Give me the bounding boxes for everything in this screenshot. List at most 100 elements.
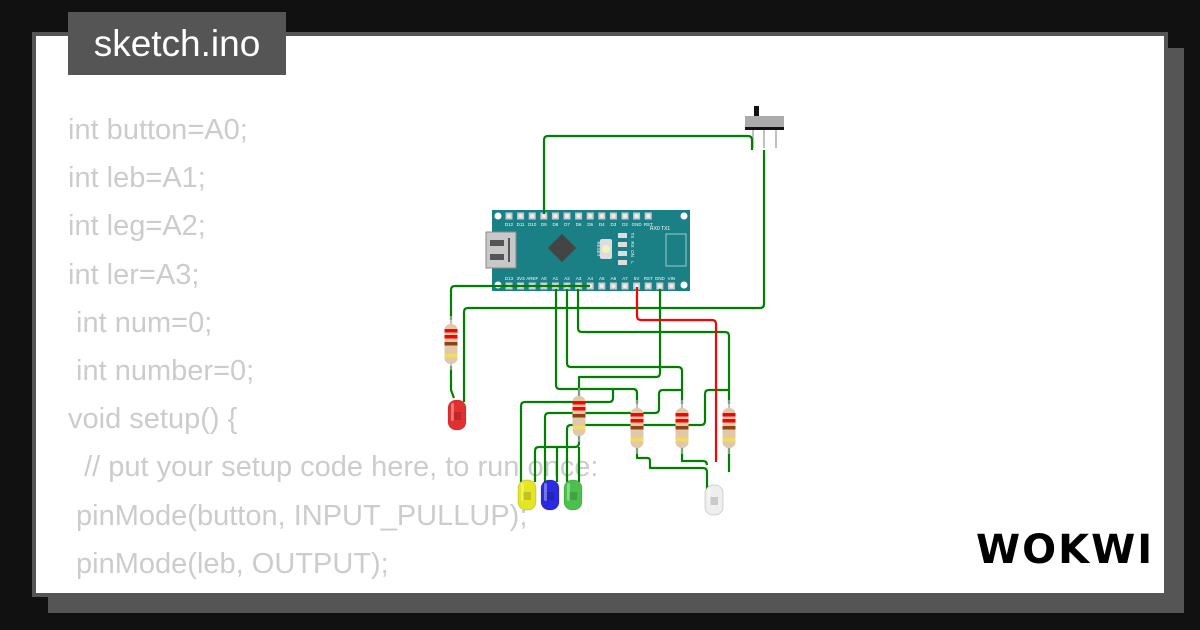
pin-label: GND — [655, 276, 666, 281]
wire-green-led — [565, 388, 729, 482]
code-line: pinMode(leb, OUTPUT); — [68, 547, 389, 580]
pin-label: 3V3 — [517, 276, 526, 281]
reset-button[interactable] — [600, 239, 612, 259]
pin-label: A5 — [599, 276, 605, 281]
pin-d4[interactable]: D4 — [598, 212, 606, 228]
led-label: RX — [630, 241, 635, 247]
pin-a7[interactable]: A7 — [621, 276, 629, 290]
pin-d10[interactable]: D10 — [528, 212, 537, 228]
resistor[interactable] — [675, 400, 689, 454]
pin-label: D5 — [587, 222, 593, 227]
pin-gnd[interactable]: GND — [632, 212, 643, 228]
pin-vin[interactable]: VIN — [668, 276, 676, 290]
wire-gnd — [577, 289, 662, 404]
pin-label: D2 — [622, 222, 628, 227]
pin-d11[interactable]: D11 — [517, 212, 525, 228]
code-line: // put your setup code here, to run once… — [68, 451, 599, 484]
pin-label: A1 — [553, 276, 559, 281]
pin-label: A6 — [611, 276, 617, 281]
led-rgb[interactable] — [704, 484, 724, 516]
serial-label: RX0 TX1 — [650, 226, 670, 232]
wire-yellow-led — [519, 389, 615, 482]
pin-gnd[interactable]: GND — [655, 276, 666, 290]
code-line: int leb=A1; — [68, 162, 206, 195]
reset-label: RESET — [596, 241, 601, 256]
sketch-filename-tab: sketch.ino — [68, 12, 286, 75]
pin-label: A7 — [622, 276, 628, 281]
pin-d12[interactable]: D12 — [505, 212, 514, 228]
led-yellow[interactable] — [517, 479, 537, 511]
pin-a5[interactable]: A5 — [598, 276, 606, 290]
pin-label: A2 — [564, 276, 570, 281]
pin-d13[interactable]: D13 — [505, 276, 514, 290]
pin-a0[interactable]: A0 — [540, 276, 548, 290]
pin-d2[interactable]: D2 — [621, 212, 629, 228]
pin-label: D11 — [517, 222, 525, 227]
status-leds — [618, 233, 627, 265]
mount-hole — [494, 212, 502, 220]
icsp-header — [665, 233, 687, 267]
usb-connector — [485, 231, 517, 269]
pin-d7[interactable]: D7 — [563, 212, 571, 228]
board-pcb — [492, 210, 690, 291]
resistor[interactable] — [444, 316, 458, 370]
code-line: int number=0; — [68, 355, 255, 388]
resistor[interactable] — [572, 388, 586, 442]
pin-d3[interactable]: D3 — [609, 212, 617, 228]
pin-a1[interactable]: A1 — [551, 276, 559, 290]
code-line: int num=0; — [68, 306, 213, 339]
code-line: int ler=A3; — [68, 258, 200, 291]
pin-label: RST — [644, 276, 653, 281]
pin-label: 5V — [634, 276, 640, 281]
pin-label: D9 — [541, 222, 547, 227]
wire-a4-resistor — [449, 284, 590, 320]
mount-hole — [680, 281, 688, 289]
pin-label: D3 — [611, 222, 617, 227]
pin-label: D12 — [505, 222, 514, 227]
pin-d6[interactable]: D6 — [575, 212, 583, 228]
pin-a3[interactable]: A3 — [575, 276, 583, 290]
led-red[interactable] — [447, 399, 467, 431]
pin-label: A0 — [541, 276, 547, 281]
pin-label: D8 — [553, 222, 559, 227]
pin-d8[interactable]: D8 — [551, 212, 559, 228]
pin-label: A3 — [576, 276, 582, 281]
pin-rst[interactable]: RST — [644, 276, 653, 290]
code-preview: int button=A0; int leb=A1; int leg=A2; int … — [68, 106, 599, 593]
wire-a2 — [565, 289, 684, 404]
pin-3v3[interactable]: 3V3 — [517, 276, 526, 290]
led-green[interactable] — [563, 479, 583, 511]
wire-blue-led — [543, 388, 682, 482]
wire-red-led-resistor — [449, 366, 456, 399]
resistor[interactable] — [630, 400, 644, 454]
led-label: ON — [630, 250, 635, 257]
mcu-chip — [547, 233, 577, 263]
pin-label: D7 — [564, 222, 570, 227]
wire-switch-red-led — [462, 150, 766, 402]
wire-d9-switch — [542, 134, 754, 214]
wire-r2-rgb — [680, 445, 709, 466]
pin-d9[interactable]: D9 — [540, 212, 548, 228]
mount-hole — [680, 212, 688, 220]
pin-a2[interactable]: A2 — [563, 276, 571, 290]
preview-card: int button=A0; int leb=A1; int leg=A2; int … — [32, 32, 1168, 597]
pin-a4[interactable]: A4 — [586, 276, 594, 290]
pin-label: D6 — [576, 222, 582, 227]
slide-switch[interactable] — [745, 106, 784, 148]
pin-d5[interactable]: D5 — [586, 212, 594, 228]
resistor[interactable] — [722, 400, 736, 454]
led-label: TX — [630, 233, 635, 239]
pin-a6[interactable]: A6 — [609, 276, 617, 290]
code-line: int button=A0; — [68, 114, 248, 146]
led-blue[interactable] — [540, 479, 560, 511]
code-line: pinMode(button, INPUT_PULLUP); — [68, 499, 528, 532]
wire-a1 — [554, 289, 639, 404]
pin-rst[interactable]: RST — [644, 212, 653, 228]
wire-5v — [635, 287, 718, 462]
code-line: int leg=A2; — [68, 210, 206, 243]
code-line: void setup() { — [68, 403, 238, 436]
wire-a3 — [576, 289, 731, 404]
pin-label: D4 — [599, 222, 605, 227]
